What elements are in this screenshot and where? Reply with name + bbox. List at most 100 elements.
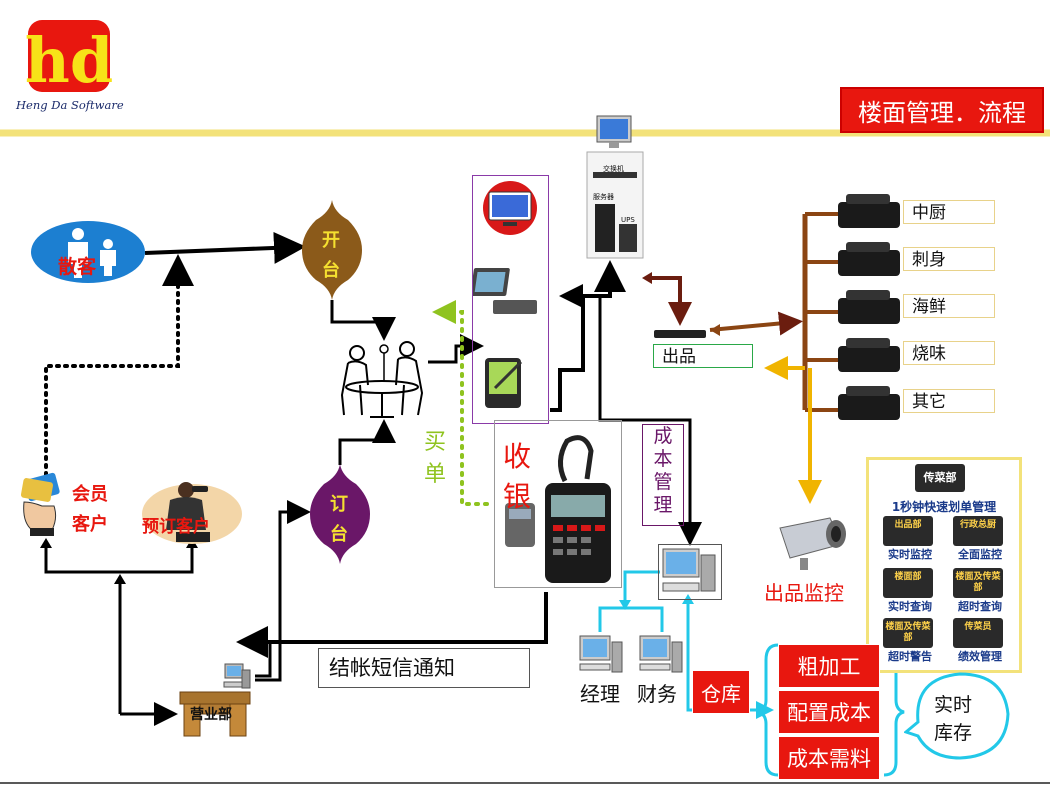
manager-label: 经理 [580,682,620,706]
finance-pc [638,634,684,676]
cost-mgmt-box: 成 本 管 理 [642,424,684,526]
panel-caption: 实时监控 [888,548,932,561]
business-pc [222,662,252,692]
business-desk-icon [179,691,251,737]
open-table-node: 开 台 [300,198,364,302]
reserve-phone-icon [142,482,242,544]
config-cost-box: 配置成本 [778,690,880,734]
dispatch-panel: 传菜部 1秒钟快速划单管理 出品部实时监控行政总厨全面监控楼面部实时查询楼面及传… [866,457,1022,673]
logo: hd Heng Da Software [16,12,126,122]
book-table-label-1: 订 [330,494,348,515]
speech-bubble [902,672,1010,760]
family-icon [31,221,145,283]
member-label-2: 客户 [72,514,108,535]
panel-caption: 实时查询 [888,600,932,613]
business-label: 营业部 [190,707,232,723]
panel-tile-label: 出品部 [894,520,922,530]
panel-tile-4[interactable]: 楼面及传菜部 [883,618,933,648]
logo-mark: hd [25,20,113,97]
sms-box: 结帐短信通知 [318,648,530,688]
monitor-camera [770,514,852,574]
member-card-icon [20,472,60,536]
rough-process-box: 粗加工 [778,644,880,688]
output-label: 出品 [653,344,753,368]
cashier-label-2: 银 [503,480,532,513]
desktop-pc-icon [639,635,683,673]
realtime-label-1: 实时 [934,694,973,716]
terminals-icons [470,181,537,408]
open-table-label-1: 开 [322,230,340,251]
panel-tile-label: 行政总厨 [959,520,996,530]
panel-top-label: 传菜部 [923,471,957,484]
warehouse-box: 仓库 [692,670,750,714]
cost-mgmt-2: 本 [653,448,673,470]
buy-label-2: 单 [424,462,447,487]
panel-top-tile: 传菜部 [915,464,965,492]
kitchen-label-4: 其它 [903,389,995,413]
book-table-node: 订 台 [308,462,372,566]
member-node: 会员 客户 [18,472,128,542]
finance-label: 财务 [637,682,677,706]
manager-pc [578,634,624,676]
cost-mgmt-4: 理 [653,494,673,516]
panel-tile-label: 楼面及传菜部 [955,572,1001,593]
panel-heading: 1秒钟快速划单管理 [891,500,997,514]
reserve-label: 预订客户 [142,517,210,537]
buy-label-1: 买 [424,430,447,455]
panel-caption: 超时查询 [958,600,1002,613]
guest-node: 散客 [30,220,146,284]
kitchen-label-0: 中厨 [903,200,995,224]
member-label-1: 会员 [72,484,108,505]
logo-text: Heng Da Software [16,98,124,112]
server-label: 服务器 [593,193,614,201]
kitchen-printers [836,188,906,428]
printer-icons [838,194,900,420]
cashier-label-1: 收 [503,440,532,473]
terminals-group [470,175,549,424]
panel-caption: 超时警告 [888,650,932,663]
panel-caption: 绩效管理 [958,650,1002,663]
svg-text:hd: hd [25,24,113,97]
camera-icon [779,517,846,570]
guest-label: 散客 [58,256,97,278]
kitchen-label-3: 烧味 [903,341,995,365]
page-title: 楼面管理．流程 [840,87,1044,133]
book-table-label-2: 台 [330,524,348,545]
panel-tile-1[interactable]: 行政总厨 [953,516,1003,546]
panel-caption: 全面监控 [958,548,1002,561]
router-icon [654,330,706,338]
ups-label: UPS [621,216,635,224]
kitchen-label-2: 海鲜 [903,294,995,318]
realtime-inventory: 实时 库存 [902,668,1014,764]
open-table-label-2: 台 [322,260,340,281]
panel-tile-label: 传菜员 [964,622,992,632]
cost-mgmt-3: 管 [653,471,673,493]
panel-tile-3[interactable]: 楼面及传菜部 [953,568,1003,598]
cost-mgmt-1: 成 [653,425,673,447]
cashier-node: 收 银 [494,420,622,588]
switch-label: 交换机 [603,165,624,173]
business-node: 营业部 [178,690,252,738]
panel-tile-label: 楼面部 [894,572,922,582]
output-device [654,326,706,340]
book-table-badge [310,464,370,564]
diners-icon [340,341,424,418]
cost-pc [658,544,722,600]
pos-terminal-icon [505,435,611,583]
panel-tile-label: 楼面及传菜部 [885,622,931,643]
realtime-label-2: 库存 [934,722,973,744]
desktop-pc-icon [579,635,623,673]
desktop-pc-icon [223,663,251,689]
server-node: 交换机 服务器 UPS [585,112,645,260]
server-rack-icon [586,115,644,259]
kitchen-label-1: 刺身 [903,247,995,271]
panel-tile-2[interactable]: 楼面部 [883,568,933,598]
panel-tile-0[interactable]: 出品部 [883,516,933,546]
cost-need-box: 成本需料 [778,736,880,780]
reserve-node: 预订客户 [140,480,250,546]
desktop-pc-icon [662,548,716,592]
output-monitor-label: 出品监控 [764,581,844,605]
open-table-badge [302,200,362,300]
panel-tile-5[interactable]: 传菜员 [953,618,1003,648]
diners-table [332,335,432,420]
